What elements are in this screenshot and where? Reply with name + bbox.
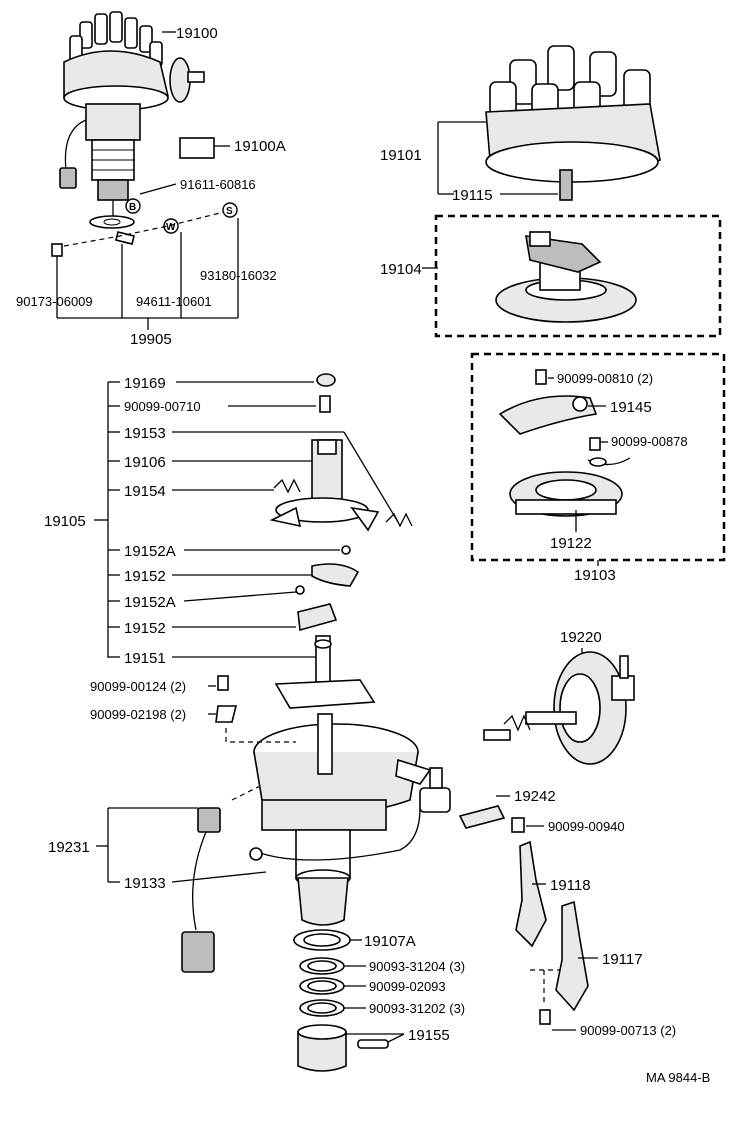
label-90099-00940: 90099-00940 [548,819,625,834]
label-19104: 19104 [380,261,422,278]
label-90099-00713: 90099-00713 (2) [580,1023,676,1038]
label-19133: 19133 [124,875,166,892]
vacuum-advance-drawing [483,651,635,765]
washers-gear-drawing [293,929,389,1072]
label-19151: 19151 [124,650,166,667]
label-90093-31202: 90093-31202 (3) [369,1001,465,1016]
label-91611-60816: 91611-60816 [180,177,256,192]
badge-w: W [166,222,176,233]
label-19152A-1: 19152A [124,543,176,560]
governor-parts-drawing [269,373,413,683]
label-19231: 19231 [48,839,90,856]
label-90099-00710: 90099-00710 [124,399,201,414]
label-19103: 19103 [574,567,616,584]
label-90099-02198: 90099-02198 (2) [90,707,186,722]
label-19118: 19118 [550,877,591,894]
label-19107A: 19107A [364,933,416,950]
label-19100A: 19100A [234,138,286,155]
label-19100: 19100 [176,25,218,42]
label-90099-00878: 90099-00878 [611,434,688,449]
label-19122: 19122 [550,535,592,552]
label-19154: 19154 [124,483,166,500]
box-19103 [470,352,726,562]
label-94611-10601: 94611-10601 [136,294,212,309]
label-19155: 19155 [408,1027,450,1044]
label-19105: 19105 [44,513,86,530]
label-90099-02093: 90099-02093 [369,979,446,994]
label-19220: 19220 [560,629,602,646]
label-19152-2: 19152 [124,620,166,637]
label-19115: 19115 [452,187,493,204]
rotor-drawing [495,231,637,323]
label-plate [179,137,215,159]
reference-code: MA 9844-B [646,1070,710,1085]
label-19905: 19905 [130,331,172,348]
label-19152A-2: 19152A [124,594,176,611]
box-19104 [434,214,722,338]
governor-bracket [94,381,399,658]
label-19117: 19117 [602,951,643,968]
label-19145: 19145 [610,399,652,416]
label-90093-31204: 90093-31204 (3) [369,959,465,974]
badge-s: S [226,206,233,217]
label-19106: 19106 [124,454,166,471]
badge-b: B [129,202,136,213]
distributor-cap-drawing [485,45,661,201]
label-19169: 19169 [124,375,166,392]
label-19153: 19153 [124,425,166,442]
label-19242: 19242 [514,788,556,805]
label-19152-1: 19152 [124,568,166,585]
leader-lines-top-left [56,31,239,330]
breaker-plate-drawing [498,369,631,532]
label-90099-00124: 90099-00124 (2) [90,679,186,694]
distributor-housing-drawing [181,679,451,973]
distributor-assembly-drawing [51,11,205,257]
label-19101: 19101 [380,147,422,164]
clamp-drawing [515,840,589,1025]
label-90173-06009: 90173-06009 [16,294,93,309]
label-90099-00810: 90099-00810 (2) [557,371,653,386]
label-93180-16032: 93180-16032 [200,268,277,283]
